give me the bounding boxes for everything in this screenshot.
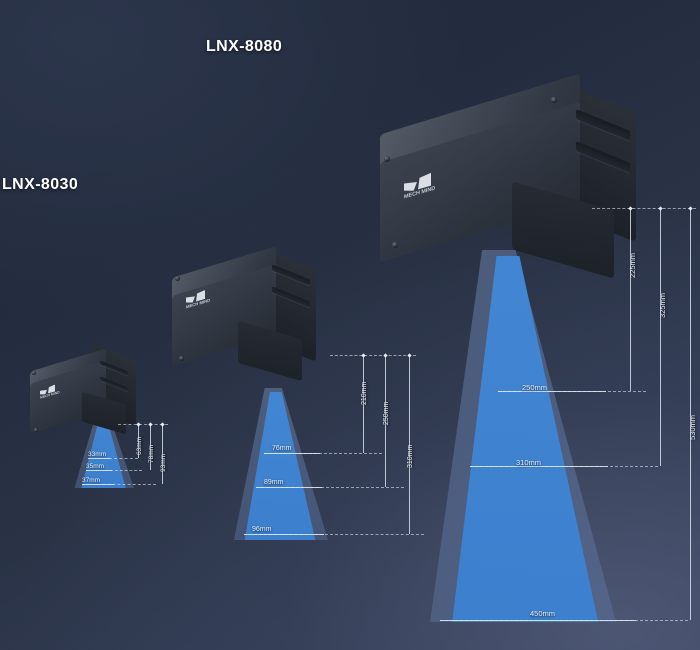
dim-label-small-width-1: 33mm xyxy=(88,451,107,458)
dim-line-large-h3 xyxy=(690,208,691,620)
dim-cap-small-h1 xyxy=(136,422,141,427)
dim-ext-small-w2 xyxy=(86,470,142,471)
dim-line-small-h3 xyxy=(162,424,163,484)
dim-ext-medium-w3 xyxy=(244,534,424,535)
dim-label-small-width-2: 35mm xyxy=(86,463,105,470)
dim-ext-large-top xyxy=(592,208,696,209)
dim-label-medium-height-3: 310mm xyxy=(407,444,414,468)
dim-label-medium-height-2: 250mm xyxy=(383,401,390,425)
dim-ext-small-w3 xyxy=(82,484,156,485)
bolt-medium-2 xyxy=(179,356,184,361)
product-label-lnx-8030: LNX-8030 xyxy=(2,176,79,193)
dim-label-medium-height-1: 210mm xyxy=(361,381,368,405)
dim-ext-small-w1 xyxy=(88,458,138,459)
dim-label-large-height-2: 325mm xyxy=(658,292,667,318)
dim-line-small-h1 xyxy=(138,424,139,458)
dim-label-large-width-2: 310mm xyxy=(516,458,542,467)
dim-line-large-h2 xyxy=(660,208,661,466)
dim-label-medium-width-3: 96mm xyxy=(252,526,272,533)
dim-line-medium-h1 xyxy=(363,355,364,453)
dim-label-large-height-3: 530mm xyxy=(688,414,697,440)
bolt-medium-1 xyxy=(175,276,180,281)
lens-dome-large xyxy=(448,250,492,276)
dim-line-medium-w2 xyxy=(256,487,322,488)
dim-line-medium-w1 xyxy=(264,453,320,454)
dim-line-medium-h3 xyxy=(409,355,410,534)
dim-label-small-height-3: 93mm xyxy=(160,453,167,472)
bolt-large-2 xyxy=(392,242,398,248)
dim-ext-medium-w1 xyxy=(264,453,382,454)
dim-cap-large-h2 xyxy=(658,206,663,211)
dim-line-large-w2 xyxy=(470,466,608,467)
dim-ext-medium-top xyxy=(330,355,416,356)
dim-line-large-w1 xyxy=(498,391,606,392)
dim-cap-medium-h2 xyxy=(383,353,388,358)
lens-dome-medium xyxy=(222,368,252,386)
lens-dome-small xyxy=(64,424,82,435)
dim-ext-small-top xyxy=(118,424,168,425)
dim-cap-large-h3 xyxy=(688,206,693,211)
dim-cap-small-h2 xyxy=(148,422,153,427)
dim-line-large-h1 xyxy=(630,208,631,391)
bolt-large-1 xyxy=(384,156,390,162)
dim-line-small-w1 xyxy=(88,458,110,459)
dim-label-large-width-3: 450mm xyxy=(530,609,556,618)
dim-cap-medium-h3 xyxy=(407,353,412,358)
bolt-small-2 xyxy=(34,428,38,432)
dim-cap-medium-h1 xyxy=(361,353,366,358)
product-label-lnx-8080: LNX-8080 xyxy=(206,38,283,55)
bolt-small-1 xyxy=(32,371,36,375)
dim-label-small-height-1: 63mm xyxy=(136,436,143,455)
dim-line-medium-h2 xyxy=(385,355,386,487)
dim-label-large-height-1: 225mm xyxy=(628,252,637,278)
dim-line-small-h2 xyxy=(150,424,151,470)
dim-label-small-height-2: 78mm xyxy=(148,444,155,463)
dim-line-small-w2 xyxy=(86,470,112,471)
dim-line-medium-w3 xyxy=(244,534,324,535)
dim-label-small-width-3: 37mm xyxy=(82,477,101,484)
bolt-large-3 xyxy=(551,97,557,103)
dim-ext-medium-w2 xyxy=(256,487,404,488)
dim-label-medium-width-2: 89mm xyxy=(264,479,284,486)
dim-label-large-width-1: 250mm xyxy=(522,383,548,392)
dim-line-large-w3 xyxy=(440,620,636,621)
dim-line-small-w3 xyxy=(82,484,114,485)
dim-cap-small-h3 xyxy=(160,422,165,427)
dim-label-medium-width-1: 76mm xyxy=(272,445,292,452)
